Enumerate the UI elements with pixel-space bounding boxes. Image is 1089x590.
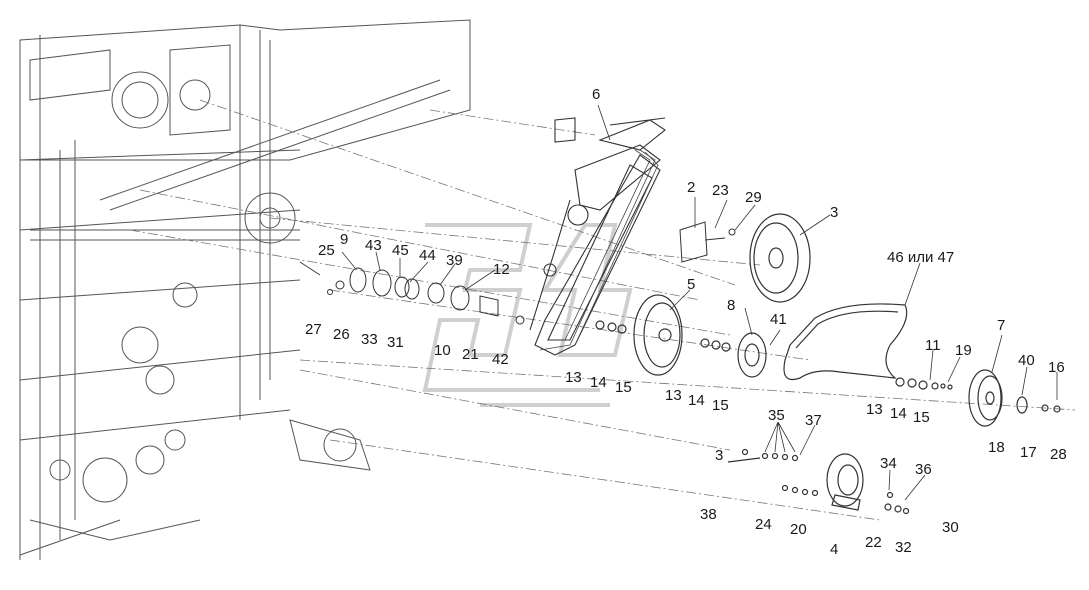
callout-16: 16 (1048, 359, 1065, 376)
callout-31: 31 (387, 334, 404, 351)
callout-10: 10 (434, 342, 451, 359)
callout-30: 30 (942, 519, 959, 536)
callout-7: 7 (997, 317, 1006, 334)
callout-45: 45 (392, 242, 409, 259)
callout-5: 5 (687, 276, 696, 293)
tensioner-4 (727, 448, 910, 515)
callout-9: 9 (340, 231, 349, 248)
callout-8: 8 (727, 297, 736, 314)
callout-39: 39 (446, 252, 463, 269)
callout-42: 42 (492, 351, 509, 368)
callout-32: 32 (895, 539, 912, 556)
callout-33: 33 (361, 331, 378, 348)
shaft-parts-row (327, 267, 525, 325)
callout-2: 2 (687, 179, 696, 196)
callout-22: 22 (865, 534, 882, 551)
callout-13-b: 13 (665, 387, 682, 404)
callout-13-a: 13 (565, 369, 582, 386)
callout-21: 21 (462, 346, 479, 363)
callout-15-a: 15 (615, 379, 632, 396)
leader-lines (299, 104, 1058, 501)
callout-17: 17 (1020, 444, 1037, 461)
callout-3-upper: 3 (830, 204, 839, 221)
callout-20: 20 (790, 521, 807, 538)
callout-12: 12 (493, 261, 510, 278)
callout-11: 11 (925, 337, 941, 354)
callout-36: 36 (915, 461, 932, 478)
pulley-7 (895, 369, 1061, 427)
callout-14-c: 14 (890, 405, 907, 422)
callout-37: 37 (805, 412, 822, 429)
callout-28: 28 (1050, 446, 1067, 463)
callout-14-a: 14 (590, 374, 607, 391)
pulley-3-upper (749, 213, 811, 303)
callout-46-47: 46 или 47 (887, 249, 955, 266)
callout-15-b: 15 (712, 397, 729, 414)
callout-18: 18 (988, 439, 1005, 456)
callout-19: 19 (955, 342, 972, 359)
callout-35: 35 (768, 407, 785, 424)
callout-26: 26 (333, 326, 350, 343)
ribbed-belt (539, 149, 659, 351)
callout-34: 34 (880, 455, 897, 472)
callout-23: 23 (712, 182, 729, 199)
callout-4: 4 (830, 541, 839, 558)
callout-13-c: 13 (866, 401, 883, 418)
callout-40: 40 (1018, 352, 1035, 369)
callout-38: 38 (700, 506, 717, 523)
watermark-logo (422, 223, 633, 407)
callout-44: 44 (419, 247, 436, 264)
pulley-5 (595, 294, 683, 376)
callout-15-c: 15 (913, 409, 930, 426)
belt-46-or-47 (783, 303, 908, 381)
callout-24: 24 (755, 516, 772, 533)
assembly-axes (129, 99, 1076, 521)
belt-guard-assembly (529, 117, 666, 356)
callout-6: 6 (592, 86, 601, 103)
machine-frame (19, 19, 471, 560)
pulley-8 (700, 332, 767, 378)
bracket-part-2 (679, 221, 736, 263)
callout-14-b: 14 (688, 392, 705, 409)
callout-27: 27 (305, 321, 322, 338)
callout-41: 41 (770, 311, 787, 328)
callout-3-lower: 3 (715, 447, 724, 464)
callout-29: 29 (745, 189, 762, 206)
callout-25: 25 (318, 242, 335, 259)
callout-43: 43 (365, 237, 382, 254)
